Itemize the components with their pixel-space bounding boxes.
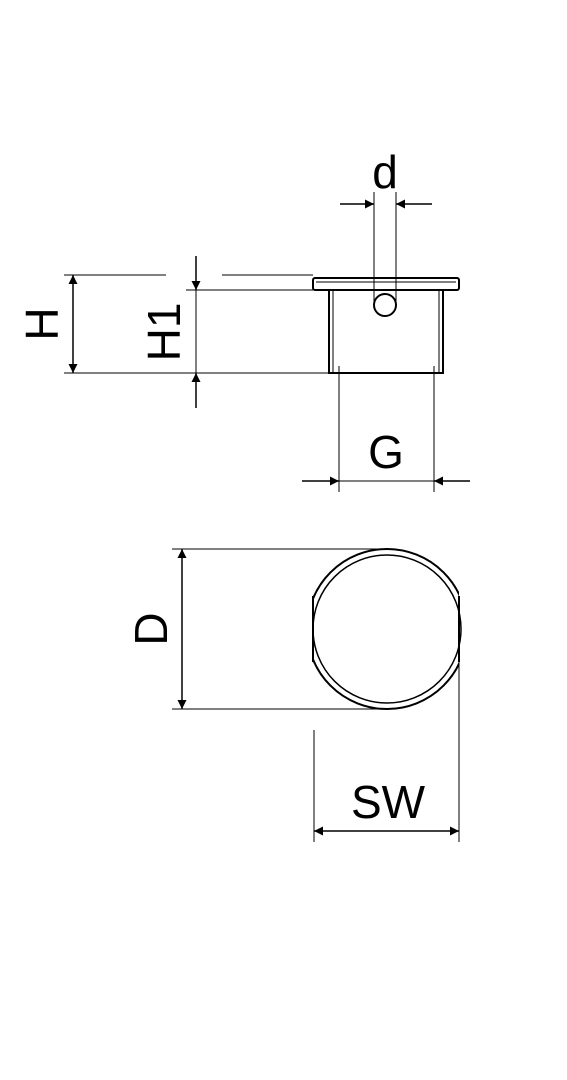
label-G: G	[368, 426, 404, 478]
cross-hole	[373, 293, 397, 317]
body-outline	[328, 289, 444, 374]
label-H: H	[16, 307, 68, 340]
dimension-H1	[186, 256, 313, 408]
label-H1: H1	[138, 303, 190, 362]
side-view	[312, 277, 460, 374]
label-d: d	[372, 146, 398, 198]
top-view	[312, 548, 462, 710]
dimension-d	[340, 192, 432, 305]
outer-circle	[313, 548, 459, 710]
inner-circle	[312, 554, 462, 704]
flange-outline	[312, 277, 460, 291]
dimension-G	[302, 366, 470, 492]
dimension-D	[172, 548, 390, 710]
dimension-SW	[313, 662, 460, 842]
label-SW: SW	[351, 776, 426, 828]
label-D: D	[125, 612, 177, 645]
